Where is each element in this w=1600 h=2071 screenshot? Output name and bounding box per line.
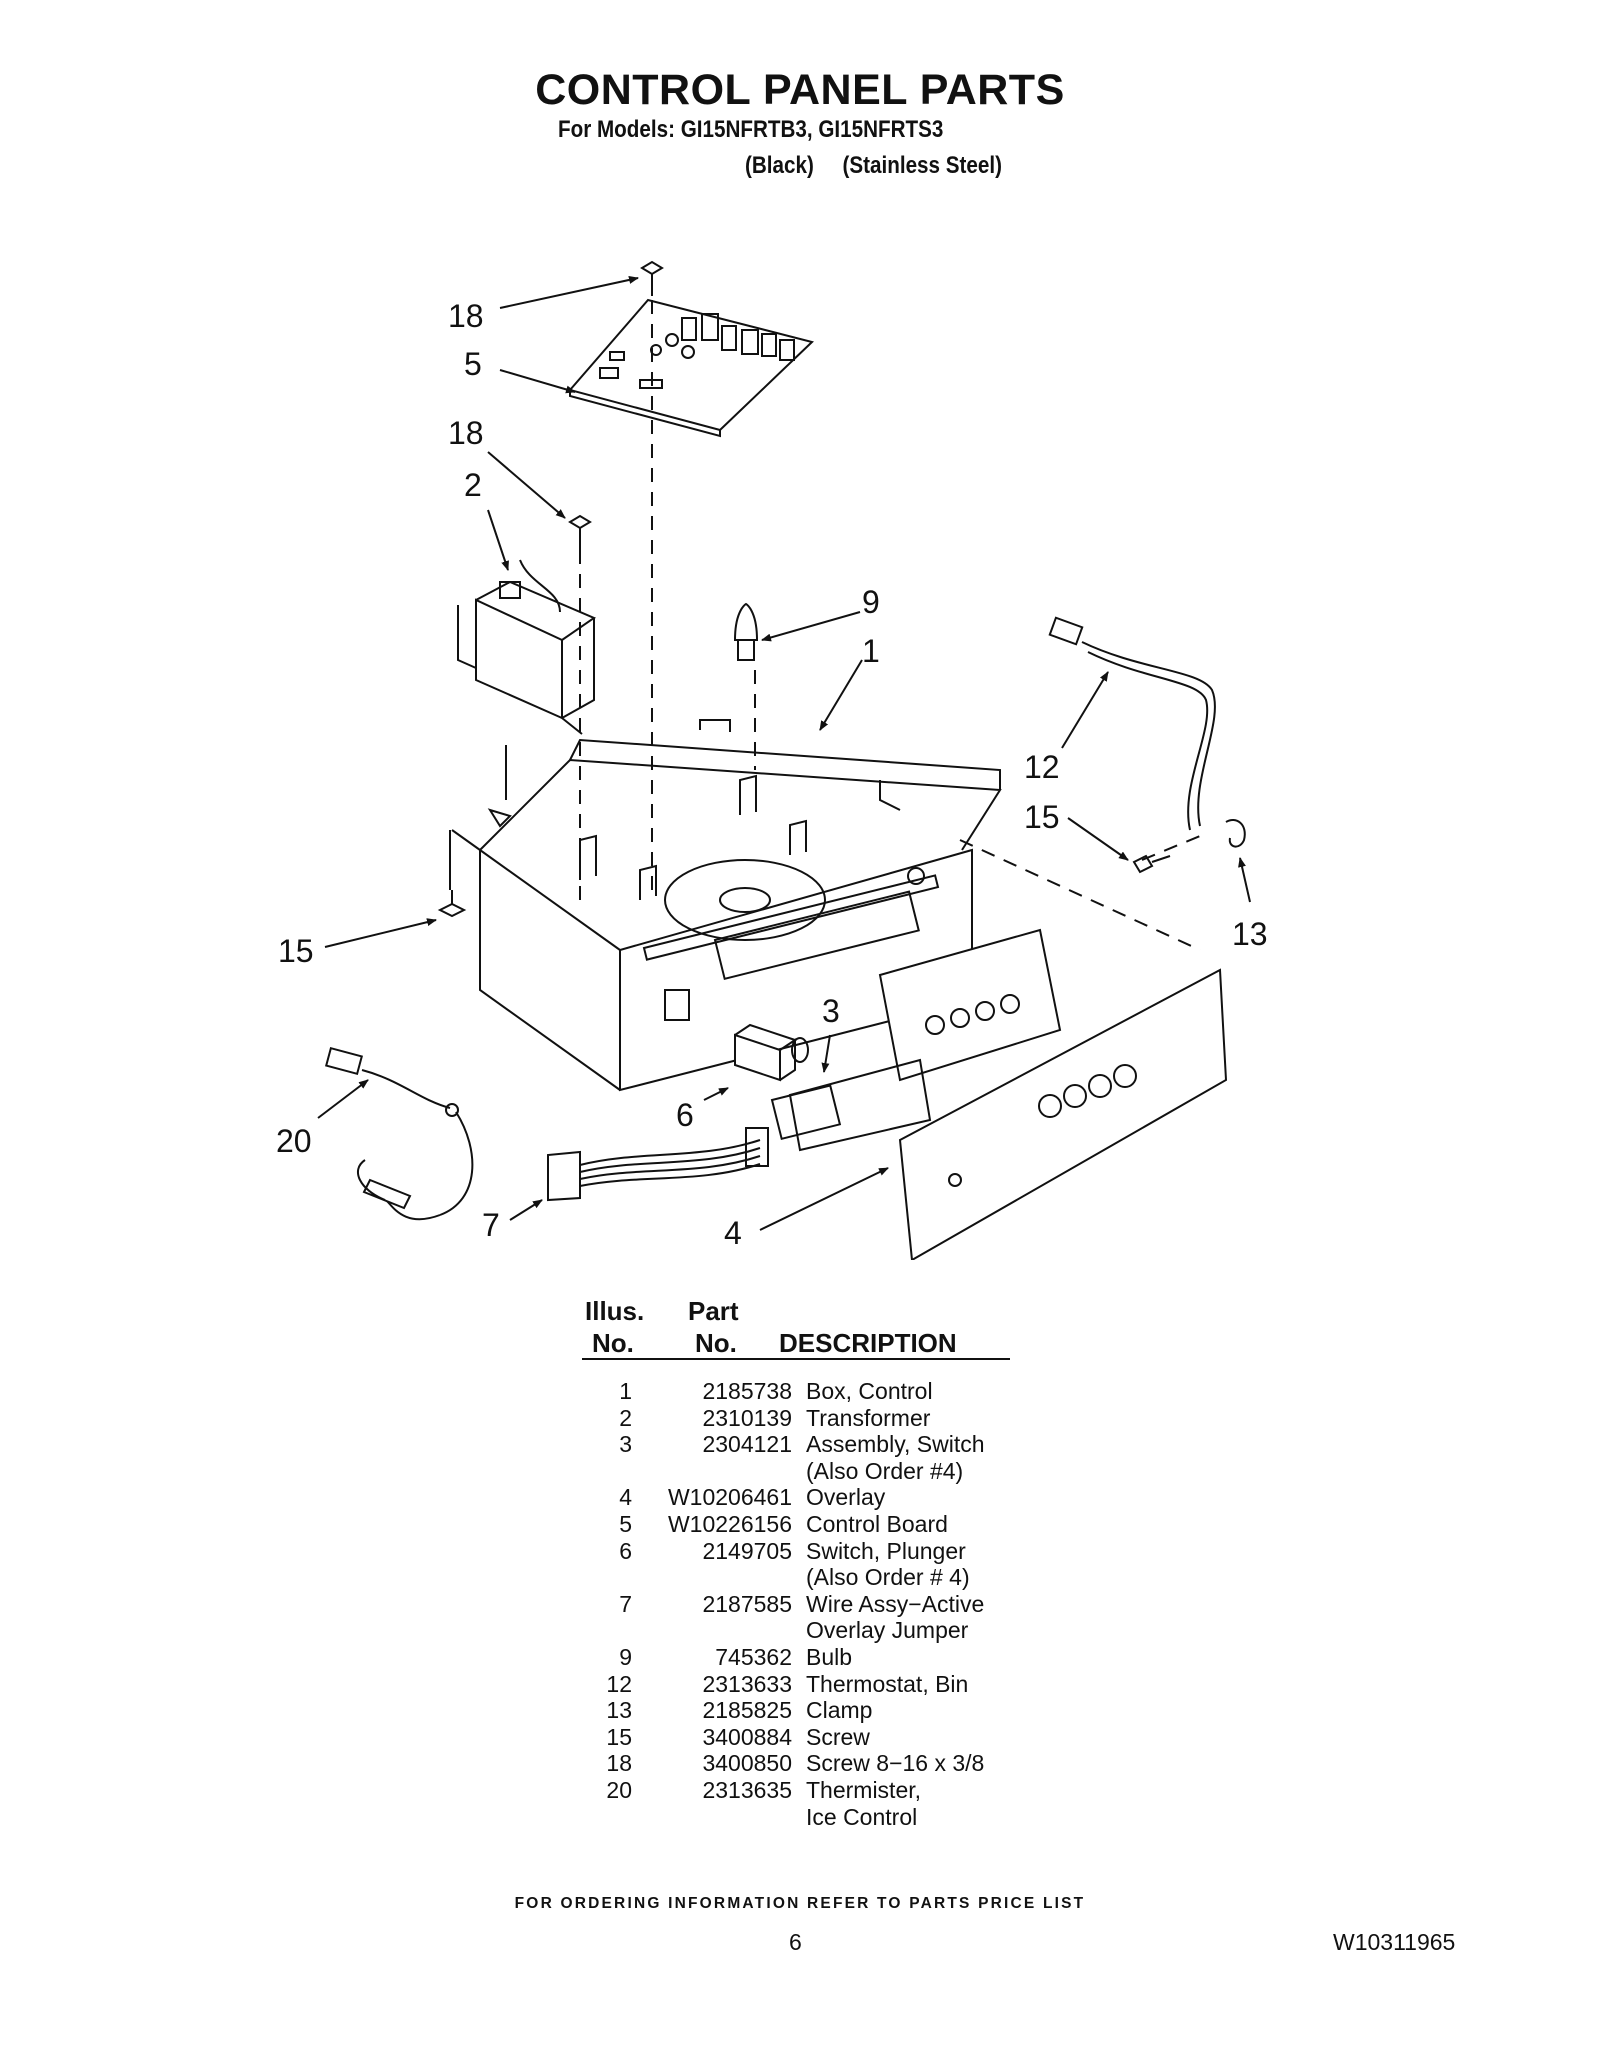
callout: 18 xyxy=(448,298,484,334)
callout: 15 xyxy=(1024,799,1060,835)
illus-no: 12 xyxy=(606,1670,632,1697)
part-no: 2310139 xyxy=(702,1404,792,1431)
part-no: W10206461 xyxy=(667,1484,792,1511)
page-title: CONTROL PANEL PARTS xyxy=(535,66,1065,114)
description: (Also Order #4) xyxy=(806,1457,964,1484)
col-header-illus-no: No. xyxy=(592,1328,634,1358)
callout: 20 xyxy=(276,1123,312,1159)
part-no: 2304121 xyxy=(702,1431,792,1458)
clamp xyxy=(1225,819,1246,848)
description: Thermister, xyxy=(806,1776,922,1803)
page-number: 6 xyxy=(789,1929,802,1955)
description: Switch, Plunger xyxy=(806,1537,966,1564)
plunger-switch xyxy=(734,1023,809,1082)
part-no: 2149705 xyxy=(702,1537,792,1564)
screw-15-right xyxy=(1132,854,1171,874)
callout: 15 xyxy=(278,933,314,969)
part-no: 2313635 xyxy=(702,1776,792,1803)
table-header-rule xyxy=(582,1358,1010,1360)
callout: 4 xyxy=(724,1215,742,1251)
callout: 7 xyxy=(482,1207,500,1243)
callout: 6 xyxy=(676,1097,694,1133)
callout: 12 xyxy=(1024,749,1060,785)
model-variants: (Black) (Stainless Steel) xyxy=(745,152,1002,179)
illus-no: 15 xyxy=(606,1723,632,1750)
illus-no: 13 xyxy=(606,1697,632,1724)
col-header-illus: Illus. xyxy=(585,1296,645,1326)
description: Screw 8−16 x 3/8 xyxy=(806,1750,985,1777)
illus-no: 20 xyxy=(606,1776,632,1803)
callout: 13 xyxy=(1232,916,1268,952)
callout: 18 xyxy=(448,415,484,451)
description: Overlay xyxy=(806,1484,886,1511)
ordering-note: FOR ORDERING INFORMATION REFER TO PARTS … xyxy=(514,1895,1086,1912)
exploded-parts-diagram: 18 5 18 2 9 1 12 15 15 13 3 6 20 7 4 xyxy=(276,260,1268,1260)
col-header-part-no: No. xyxy=(695,1328,737,1358)
description: Box, Control xyxy=(806,1378,933,1404)
part-no: W10226156 xyxy=(667,1510,792,1537)
screw-18-top xyxy=(640,260,664,296)
control-board xyxy=(568,298,814,438)
description: Assembly, Switch xyxy=(806,1431,985,1458)
part-no: 2313633 xyxy=(702,1670,792,1697)
illus-no: 1 xyxy=(619,1378,632,1404)
part-no: 745362 xyxy=(715,1643,792,1670)
description: Control Board xyxy=(806,1510,948,1537)
col-header-part: Part xyxy=(688,1296,739,1326)
thermister xyxy=(324,1046,474,1221)
part-no: 2185738 xyxy=(702,1378,792,1404)
illus-no: 18 xyxy=(606,1750,632,1777)
overlay xyxy=(898,968,1228,1260)
illus-no: 4 xyxy=(619,1484,632,1511)
description: Bulb xyxy=(806,1643,853,1670)
illus-no: 2 xyxy=(619,1404,632,1431)
description: Clamp xyxy=(806,1697,873,1724)
switch-assembly xyxy=(770,928,1062,1152)
wire-assembly xyxy=(547,1127,769,1202)
transformer xyxy=(457,559,597,735)
illus-no: 5 xyxy=(619,1510,632,1537)
description: Overlay Jumper xyxy=(806,1617,969,1644)
bulb xyxy=(733,602,759,661)
control-box xyxy=(449,719,1002,1092)
description: Screw xyxy=(806,1723,870,1750)
illus-no: 7 xyxy=(619,1590,632,1617)
screw-18-left xyxy=(568,514,592,550)
callout: 9 xyxy=(862,584,880,620)
part-no: 3400850 xyxy=(702,1750,792,1777)
description: Ice Control xyxy=(806,1803,918,1830)
description: (Also Order # 4) xyxy=(806,1564,970,1591)
illus-no: 3 xyxy=(619,1431,632,1458)
callout: 5 xyxy=(464,346,482,382)
description: Transformer xyxy=(806,1404,931,1431)
col-header-description: DESCRIPTION xyxy=(779,1328,957,1358)
part-no: 2185825 xyxy=(702,1697,792,1724)
description: Thermostat, Bin xyxy=(806,1670,969,1697)
callout: 3 xyxy=(822,993,840,1029)
illus-no: 6 xyxy=(619,1537,632,1564)
leader-lines xyxy=(317,276,1251,1231)
models-line: For Models: GI15NFRTB3, GI15NFRTS3 xyxy=(558,116,944,143)
part-no: 3400884 xyxy=(702,1723,792,1750)
callout-numbers: 18 5 18 2 9 1 12 15 15 13 3 6 20 7 4 xyxy=(276,298,1268,1251)
thermostat-bin xyxy=(1048,616,1216,831)
part-no: 2187585 xyxy=(702,1590,792,1617)
illus-no: 9 xyxy=(619,1643,632,1670)
description: Wire Assy−Active xyxy=(806,1590,985,1617)
screw-15-left xyxy=(437,890,467,918)
document-number: W10311965 xyxy=(1333,1929,1456,1955)
callout: 2 xyxy=(464,467,482,503)
callout: 1 xyxy=(862,633,880,669)
